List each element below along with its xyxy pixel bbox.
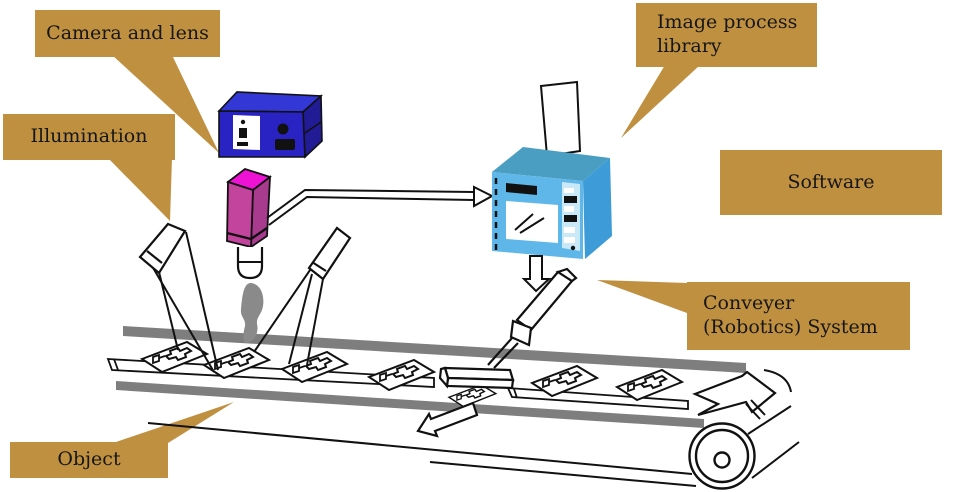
computer-down-arrow bbox=[521, 255, 552, 293]
illumination-lamps bbox=[138, 222, 352, 281]
roller bbox=[688, 422, 756, 490]
object-label-text: Object bbox=[57, 448, 121, 471]
robot-arm-base bbox=[509, 319, 533, 347]
image-process-label-line1: Image process bbox=[657, 11, 798, 34]
camera-button bbox=[277, 123, 289, 135]
motion-arc bbox=[763, 369, 792, 393]
flow-arrow bbox=[692, 369, 792, 420]
computer-slot bbox=[506, 183, 537, 195]
computer-screen bbox=[506, 201, 558, 243]
belt-outline bbox=[147, 405, 800, 487]
conveyer-system-label: Conveyer (Robotics) System bbox=[687, 282, 910, 350]
paper-sheet bbox=[539, 80, 582, 158]
conveyor-rails bbox=[116, 326, 746, 428]
illumination-label-text: Illumination bbox=[30, 125, 148, 148]
eject-arrow bbox=[416, 401, 479, 438]
conveyer-label-line1: Conveyer bbox=[703, 292, 795, 315]
robot-arm-tip bbox=[555, 267, 578, 283]
illumination-label: Illumination bbox=[3, 114, 175, 160]
gripper-front bbox=[445, 376, 515, 390]
chip-7 bbox=[616, 369, 683, 401]
gripper-end bbox=[438, 366, 450, 389]
lamp-left bbox=[138, 222, 187, 275]
object-label-tail bbox=[113, 402, 234, 443]
camera-port bbox=[275, 139, 295, 150]
callout-tails bbox=[108, 55, 700, 443]
camera-lens-label: Camera and lens bbox=[35, 10, 220, 57]
computer-body bbox=[492, 80, 612, 259]
robot-arm bbox=[438, 267, 578, 390]
image-process-label-line2: library bbox=[657, 35, 722, 57]
software-label-text: Software bbox=[787, 170, 875, 193]
computer-button bbox=[564, 196, 577, 203]
illumination-label-tail bbox=[108, 157, 172, 221]
computer-button bbox=[564, 215, 577, 222]
camera-lens-label-text: Camera and lens bbox=[46, 21, 209, 44]
signal-arrowhead bbox=[473, 185, 495, 208]
flow-arrow-shape bbox=[692, 370, 777, 417]
conveyor-rail-bottom bbox=[116, 381, 704, 428]
software-label: Software bbox=[720, 150, 942, 215]
computer-side-face bbox=[583, 158, 612, 259]
conveyer-label-line2: (Robotics) System bbox=[703, 316, 878, 338]
camera-to-computer-arrow bbox=[266, 185, 495, 226]
lens-shadow bbox=[240, 283, 264, 344]
roller-hub bbox=[713, 451, 731, 469]
camera-body bbox=[217, 91, 323, 159]
lamp-right bbox=[307, 226, 352, 281]
conveyer-label-tail bbox=[597, 280, 687, 313]
image-process-label-tail bbox=[621, 65, 700, 138]
lens-assembly bbox=[226, 167, 272, 280]
camera-label-tail bbox=[112, 55, 219, 153]
object-label: Object bbox=[10, 442, 168, 478]
camera-front-face bbox=[218, 110, 306, 158]
image-process-label: Image process library bbox=[636, 3, 817, 67]
conveyor-rail-top bbox=[123, 326, 746, 373]
computer-top-face bbox=[492, 147, 610, 181]
